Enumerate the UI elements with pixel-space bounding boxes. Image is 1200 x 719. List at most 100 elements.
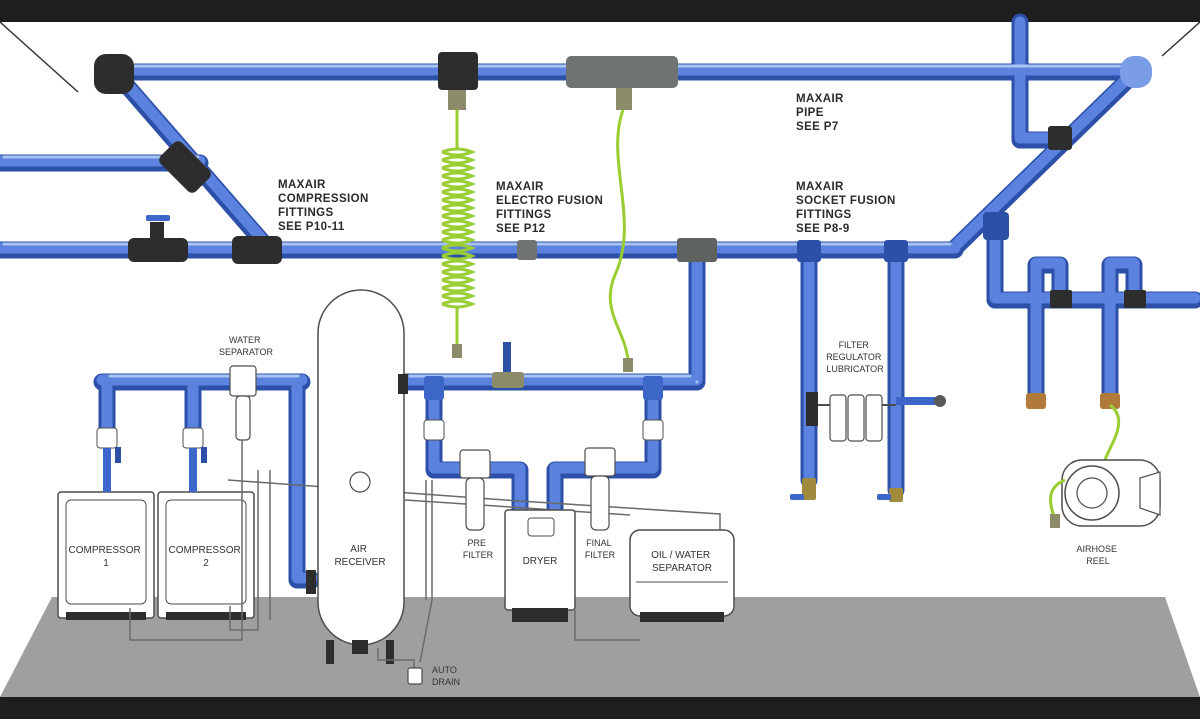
label-line: DRYER <box>523 556 558 567</box>
airhose-reel-label: AIRHOSE REEL <box>1076 544 1119 566</box>
label-line: REGULATOR <box>826 352 882 362</box>
wall-corner-left <box>0 21 79 93</box>
label-line: FINAL <box>586 538 612 548</box>
ball-valve-icon <box>1100 393 1120 409</box>
ceiling-bar <box>0 0 1200 22</box>
drop-bracket-icon <box>1050 290 1072 308</box>
water-separator-label: WATER SEPARATOR <box>219 335 274 357</box>
electro-fusion-fittings <box>438 52 717 262</box>
label-line: SEPARATOR <box>652 563 712 574</box>
ball-valve-handle-icon <box>790 494 804 500</box>
auto-drain-label: AUTO DRAIN <box>432 665 460 687</box>
ball-valve-handle-icon <box>146 215 170 221</box>
callout-line: PIPE <box>796 107 824 119</box>
label-line: RECEIVER <box>334 557 385 568</box>
label-line: WATER <box>229 335 261 345</box>
dryer <box>504 509 576 622</box>
compressor-valves <box>96 427 207 492</box>
pre-filter <box>459 449 491 531</box>
label-line: COMPRESSOR <box>68 545 140 556</box>
auto-drain <box>377 648 423 685</box>
callout-line: SOCKET FUSION <box>796 195 896 207</box>
callout-line: SEE P7 <box>796 121 839 133</box>
label-line: 1 <box>103 558 109 569</box>
label-line: SEPARATOR <box>219 347 274 357</box>
electro-fusion-callout: MAXAIR ELECTRO FUSION FITTINGS SEE P12 <box>496 181 607 235</box>
label-line: FILTER <box>839 340 870 350</box>
wall-corner-right <box>1161 21 1200 57</box>
callout-line: FITTINGS <box>278 207 334 219</box>
callout-line: MAXAIR <box>796 181 844 193</box>
tee-fitting-icon <box>884 240 908 262</box>
tee-fitting-icon <box>159 141 211 193</box>
quick-coupler-icon <box>448 90 466 110</box>
tee-fitting-icon <box>677 238 717 262</box>
drop-bracket-icon <box>1124 290 1146 308</box>
label-line: PRE <box>467 538 486 548</box>
label-line: COMPRESSOR <box>168 545 240 556</box>
final-filter <box>584 447 616 531</box>
ball-valve-handle-icon <box>877 494 891 500</box>
label-line: 2 <box>203 558 209 569</box>
tee-fitting-icon <box>983 212 1009 240</box>
label-line: DRAIN <box>432 677 460 687</box>
drop-bracket-icon <box>1048 126 1072 150</box>
misc-valves <box>423 342 664 441</box>
final-filter-label: FINAL FILTER <box>585 538 616 560</box>
ball-valve-icon <box>150 222 164 238</box>
socket-fusion-callout: MAXAIR SOCKET FUSION FITTINGS SEE P8-9 <box>796 181 899 235</box>
label-line: OIL / WATER <box>651 550 710 561</box>
quick-coupler-icon <box>616 88 632 110</box>
label-line: REEL <box>1086 556 1110 566</box>
coupling-icon <box>128 238 188 262</box>
compression-callout: MAXAIR COMPRESSION FITTINGS SEE P10-11 <box>278 179 372 233</box>
label-line: AIR <box>350 544 367 555</box>
compressor-1-label: COMPRESSOR 1 <box>68 545 143 569</box>
label-line: AIRHOSE <box>1076 544 1117 554</box>
drop-bracket-icon <box>438 52 478 90</box>
quick-coupler-icon <box>623 358 633 372</box>
callout-line: SEE P8-9 <box>796 223 850 235</box>
callout-line: MAXAIR <box>496 181 544 193</box>
ball-valve-icon <box>889 488 903 502</box>
side-outlet <box>896 395 946 407</box>
quick-coupler-icon <box>452 344 462 358</box>
callout-line: MAXAIR <box>278 179 326 191</box>
label-line: FILTER <box>463 550 494 560</box>
tee-fitting-icon <box>232 236 282 264</box>
oil-water-separator <box>629 529 735 622</box>
callout-line: FITTINGS <box>796 209 852 221</box>
callout-line: ELECTRO FUSION <box>496 195 603 207</box>
frl-unit <box>806 392 896 442</box>
coupling-icon <box>517 240 537 260</box>
compressor-2-label: COMPRESSOR 2 <box>168 545 243 569</box>
ball-valve-icon <box>1026 393 1046 409</box>
tee-fitting-icon <box>566 56 678 88</box>
elbow-fitting-icon <box>94 54 134 94</box>
label-line: AUTO <box>432 665 457 675</box>
pre-filter-label: PRE FILTER <box>463 538 494 560</box>
compression-fittings <box>94 54 1152 264</box>
compressor-2 <box>157 491 255 620</box>
socket-fusion-fittings <box>790 126 1146 502</box>
dryer-label: DRYER <box>523 556 558 567</box>
ball-valve-icon <box>802 478 816 500</box>
floor <box>0 597 1200 697</box>
frl-label: FILTER REGULATOR LUBRICATOR <box>826 340 884 374</box>
elbow-fitting-icon <box>1120 56 1152 88</box>
oil-water-separator-label: OIL / WATER SEPARATOR <box>651 550 713 574</box>
air-receiver <box>306 289 408 664</box>
floor-bottom-bar <box>0 697 1200 719</box>
water-separator <box>229 365 257 441</box>
callout-line: COMPRESSION <box>278 193 369 205</box>
callout-line: SEE P12 <box>496 223 545 235</box>
callout-line: FITTINGS <box>496 209 552 221</box>
callout-line: SEE P10-11 <box>278 221 345 233</box>
callout-line: MAXAIR <box>796 93 844 105</box>
coiled-hose <box>441 109 630 361</box>
tee-fitting-icon <box>797 240 821 262</box>
label-line: FILTER <box>585 550 616 560</box>
compressor-1 <box>57 491 155 620</box>
label-line: LUBRICATOR <box>826 364 884 374</box>
